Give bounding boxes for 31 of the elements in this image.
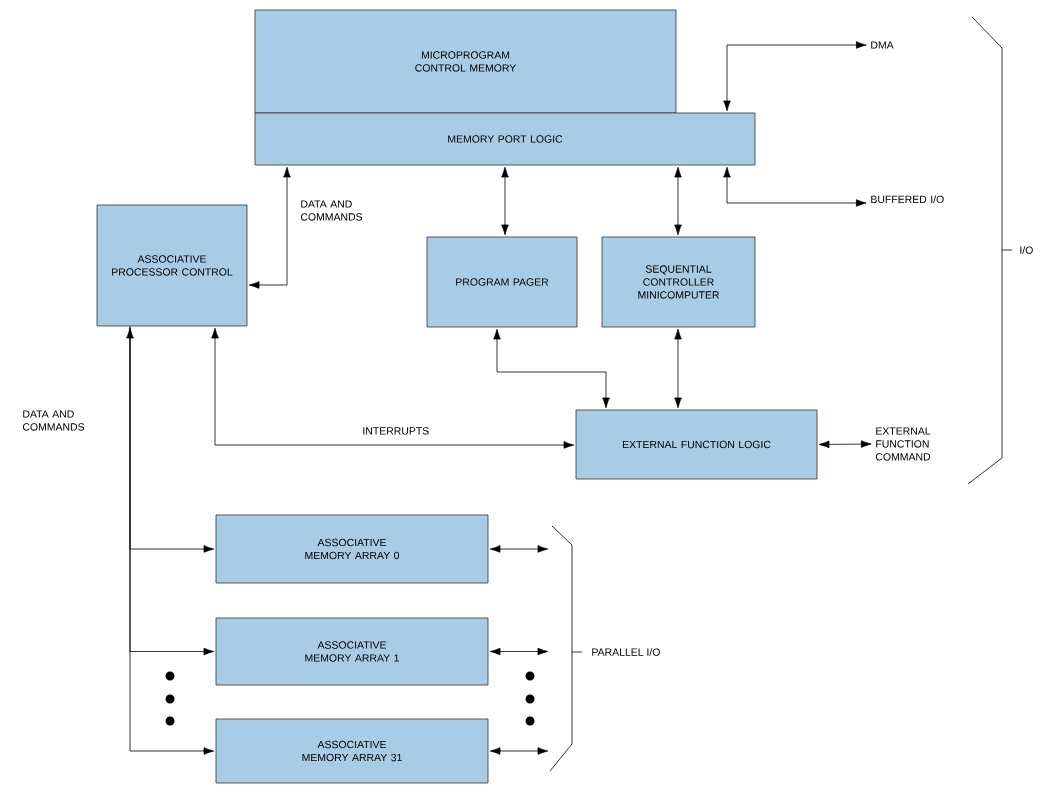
signal-label: EXTERNAL FUNCTION COMMAND xyxy=(875,427,931,461)
arrow xyxy=(674,166,682,236)
arrow xyxy=(489,747,549,755)
bracket-label: I/O xyxy=(1020,246,1033,254)
arrow xyxy=(493,328,610,409)
block-box: ASSOCIATIVE MEMORY ARRAY 31 xyxy=(215,718,489,784)
arrow xyxy=(818,440,872,449)
block-box: PROGRAM PAGER xyxy=(426,236,578,328)
arrow xyxy=(723,41,867,112)
arrow xyxy=(489,545,549,553)
block-box: EXTERNAL FUNCTION LOGIC xyxy=(575,409,818,480)
signal-label: BUFFERED I/O xyxy=(871,195,944,204)
arrow xyxy=(211,327,575,449)
block-box: MEMORY PORT LOGIC xyxy=(254,112,756,166)
signal-label: DMA xyxy=(871,41,894,49)
arrow xyxy=(674,328,682,409)
edge-label: DATA AND COMMANDS xyxy=(300,200,363,221)
arrow xyxy=(723,166,867,207)
block-box: ASSOCIATIVE MEMORY ARRAY 1 xyxy=(215,617,489,686)
edge-label: DATA AND COMMANDS xyxy=(22,410,85,431)
arrow xyxy=(129,326,215,755)
arrow xyxy=(489,647,549,656)
bracket-label: PARALLEL I/O xyxy=(592,648,660,656)
edge-label: INTERRUPTS xyxy=(363,427,429,435)
arrow xyxy=(248,166,291,289)
block-box: MICROPROGRAM CONTROL MEMORY xyxy=(254,9,677,114)
block-box: ASSOCIATIVE MEMORY ARRAY 0 xyxy=(215,514,489,584)
block-box: SEQUENTIAL CONTROLLER MINICOMPUTER xyxy=(601,236,756,328)
bracket xyxy=(549,525,583,772)
block-box: ASSOCIATIVE PROCESSOR CONTROL xyxy=(96,204,248,327)
arrow xyxy=(501,166,509,236)
